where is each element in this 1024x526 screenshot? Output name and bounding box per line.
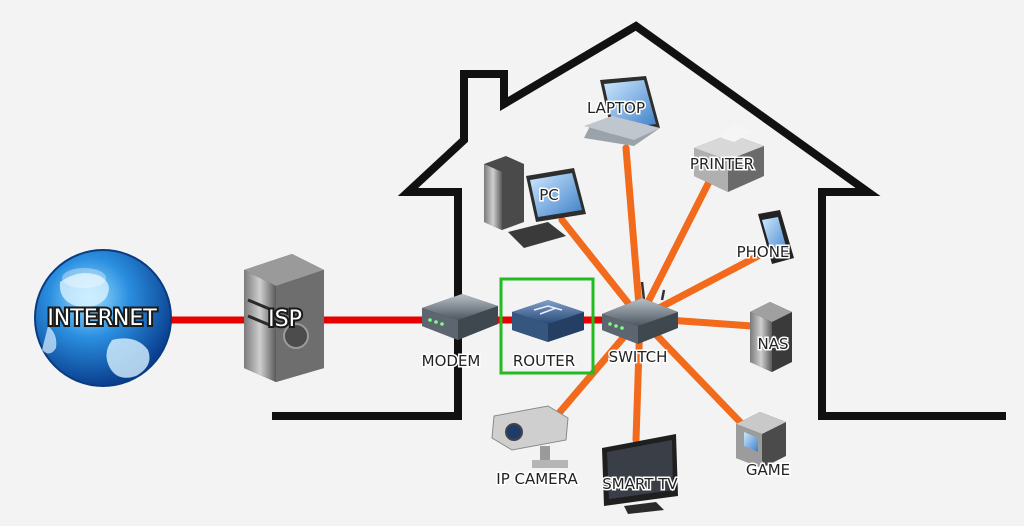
phone-icon: [758, 210, 794, 264]
pc-icon: [484, 156, 586, 248]
router-highlight-box: [499, 277, 595, 375]
printer-icon: [694, 124, 764, 192]
game-label: GAME: [746, 461, 790, 479]
link-switch-printer: [636, 172, 716, 322]
laptop-label: LAPTOP: [587, 99, 645, 117]
ip-camera-icon: [491, 405, 569, 468]
game-console-icon: [736, 412, 786, 468]
link-switch-laptop: [622, 144, 644, 322]
router-icon: [512, 300, 584, 342]
isp-label: ISP: [268, 307, 302, 332]
internet-label: INTERNET: [47, 306, 157, 331]
internet-globe-icon: [34, 249, 172, 387]
nas-label: NAS: [757, 335, 788, 353]
phone-label: PHONE: [737, 243, 790, 261]
pc-label: PC: [539, 186, 559, 204]
laptop-icon: [584, 76, 660, 146]
smart-tv-label: SMART TV: [602, 475, 678, 493]
link-switch-pc: [558, 216, 644, 322]
switch-icon: [602, 281, 678, 344]
house-outline: [272, 21, 1006, 420]
nas-icon: [750, 302, 792, 372]
ip-camera-label: IP CAMERA: [496, 470, 578, 488]
smart-tv-icon: [602, 434, 678, 514]
modem-icon: [422, 294, 498, 340]
printer-label: PRINTER: [690, 155, 754, 173]
modem-label: MODEM: [422, 352, 481, 370]
house-left-wall: [272, 21, 1006, 420]
isp-server-icon: [244, 254, 324, 382]
switch-label: SWITCH: [609, 348, 668, 366]
router-label: ROUTER: [513, 352, 575, 370]
